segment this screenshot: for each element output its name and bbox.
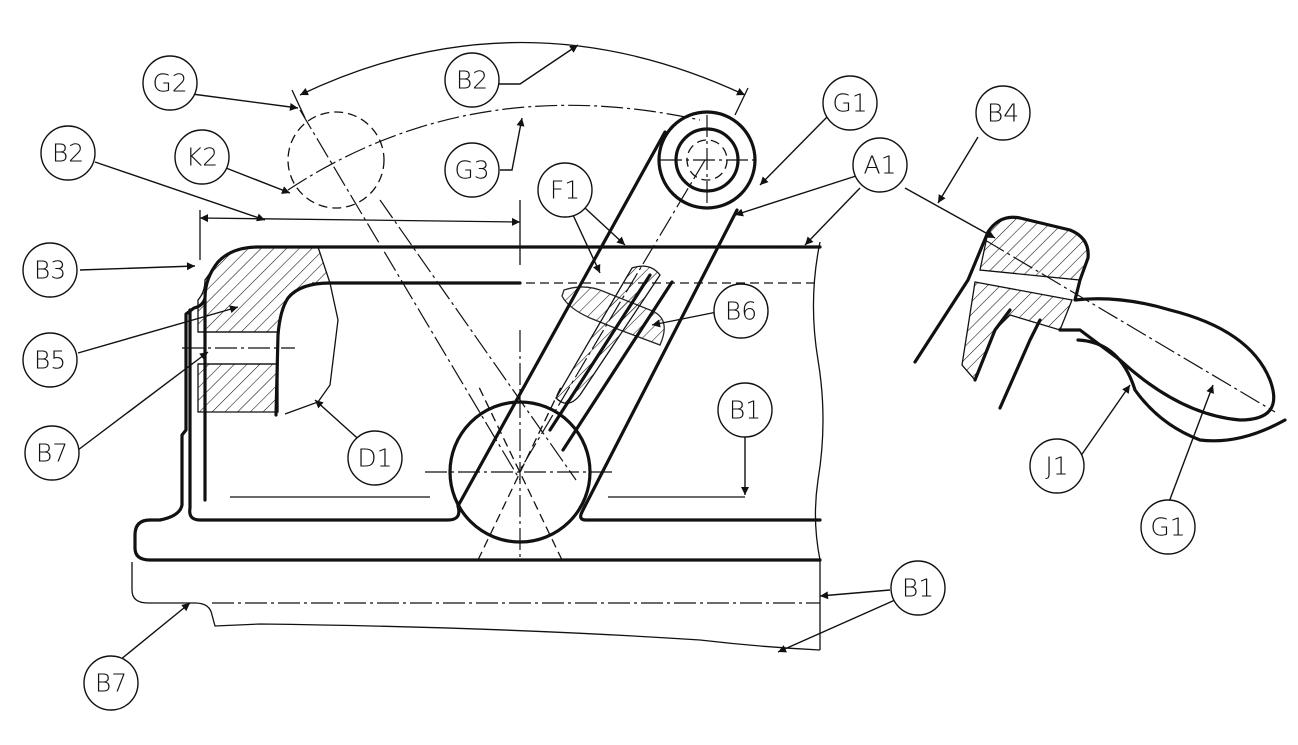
callout-label: G3 (454, 156, 489, 185)
callout-b1-mid: B1 (717, 382, 773, 438)
leader-lines (77, 44, 1214, 661)
callout-f1: F1 (537, 162, 593, 218)
handle-detail (913, 215, 1287, 443)
callout-k2: K2 (174, 129, 230, 185)
callout-b4: B4 (975, 85, 1031, 141)
pivot-lower (425, 330, 615, 561)
callout-g3: G3 (444, 142, 500, 198)
callout-g1-top: G1 (822, 75, 878, 131)
dimensions (199, 41, 749, 265)
callout-a1: A1 (852, 137, 908, 193)
callout-g1-right: G1 (1140, 499, 1196, 555)
base-plate (131, 241, 824, 651)
callout-label: K2 (186, 143, 218, 172)
callout-label: F1 (550, 176, 580, 205)
callout-b1-bottom: B1 (890, 560, 946, 616)
callout-label: B7 (95, 669, 127, 698)
callout-label: B1 (902, 574, 934, 603)
callout-label: A1 (863, 151, 896, 180)
casting-body (148, 245, 822, 522)
callout-label: D1 (357, 444, 392, 473)
callout-b2-top: B2 (444, 52, 500, 108)
callout-g2-top: G2 (142, 55, 198, 111)
pivot-upper (657, 110, 757, 210)
inclined-arm (456, 130, 739, 508)
callout-label: B4 (987, 99, 1019, 128)
callout-d1: D1 (347, 430, 403, 486)
callout-b7-left: B7 (24, 425, 80, 481)
callout-b5: B5 (22, 332, 78, 388)
callout-label: B7 (36, 439, 68, 468)
callout-label: B1 (729, 396, 761, 425)
callout-label: B2 (52, 139, 84, 168)
callout-label: B6 (725, 297, 757, 326)
callout-b7-bottom: B7 (83, 655, 139, 711)
callout-label: B2 (456, 66, 488, 95)
callout-label: G1 (832, 89, 867, 118)
callout-label: G1 (1150, 513, 1185, 542)
callout-label: G2 (152, 69, 187, 98)
callout-j1: J1 (1029, 438, 1085, 494)
callout-label: J1 (1045, 452, 1068, 481)
callout-b2-left: B2 (40, 125, 96, 181)
callout-label: B5 (34, 346, 66, 375)
callout-label: B3 (34, 256, 66, 285)
callout-b3: B3 (22, 242, 78, 298)
phantom-arm (287, 104, 701, 481)
callout-b6: B6 (713, 283, 769, 339)
